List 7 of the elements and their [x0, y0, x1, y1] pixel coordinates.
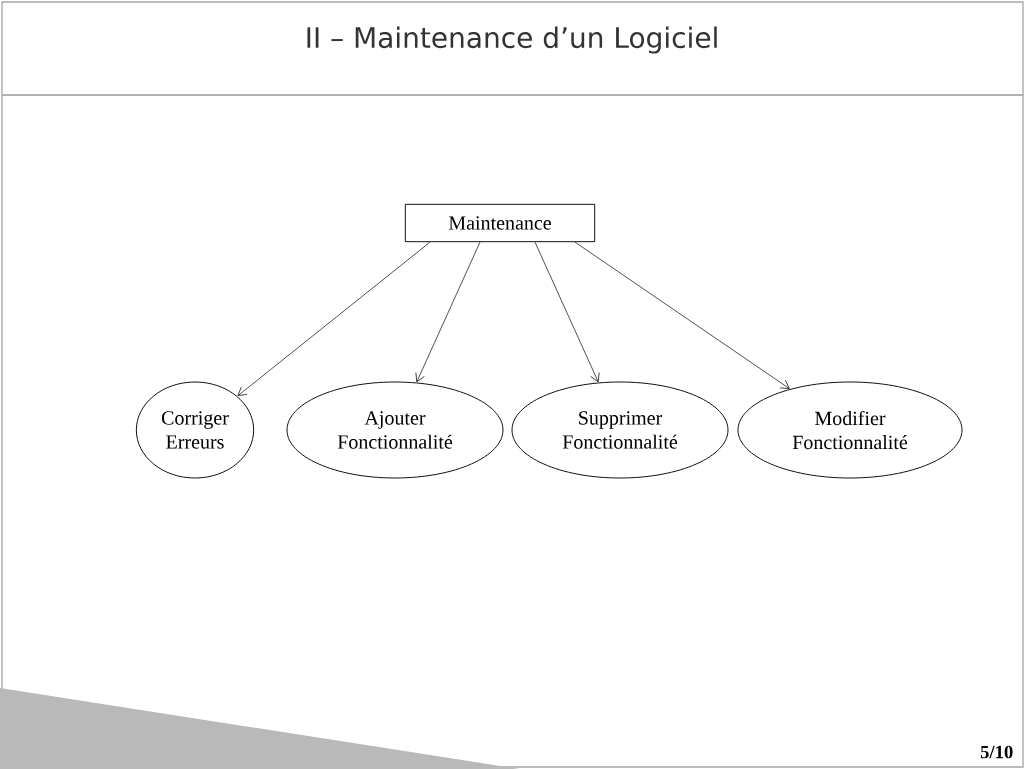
slide-title: II – Maintenance d’un Logiciel [307, 26, 717, 54]
arrow [574, 241, 790, 389]
arrow [415, 241, 481, 383]
page-number: 5/10 [980, 745, 1013, 759]
arrow [534, 241, 600, 383]
process-box: Maintenance [404, 203, 596, 243]
arrow [237, 241, 431, 397]
